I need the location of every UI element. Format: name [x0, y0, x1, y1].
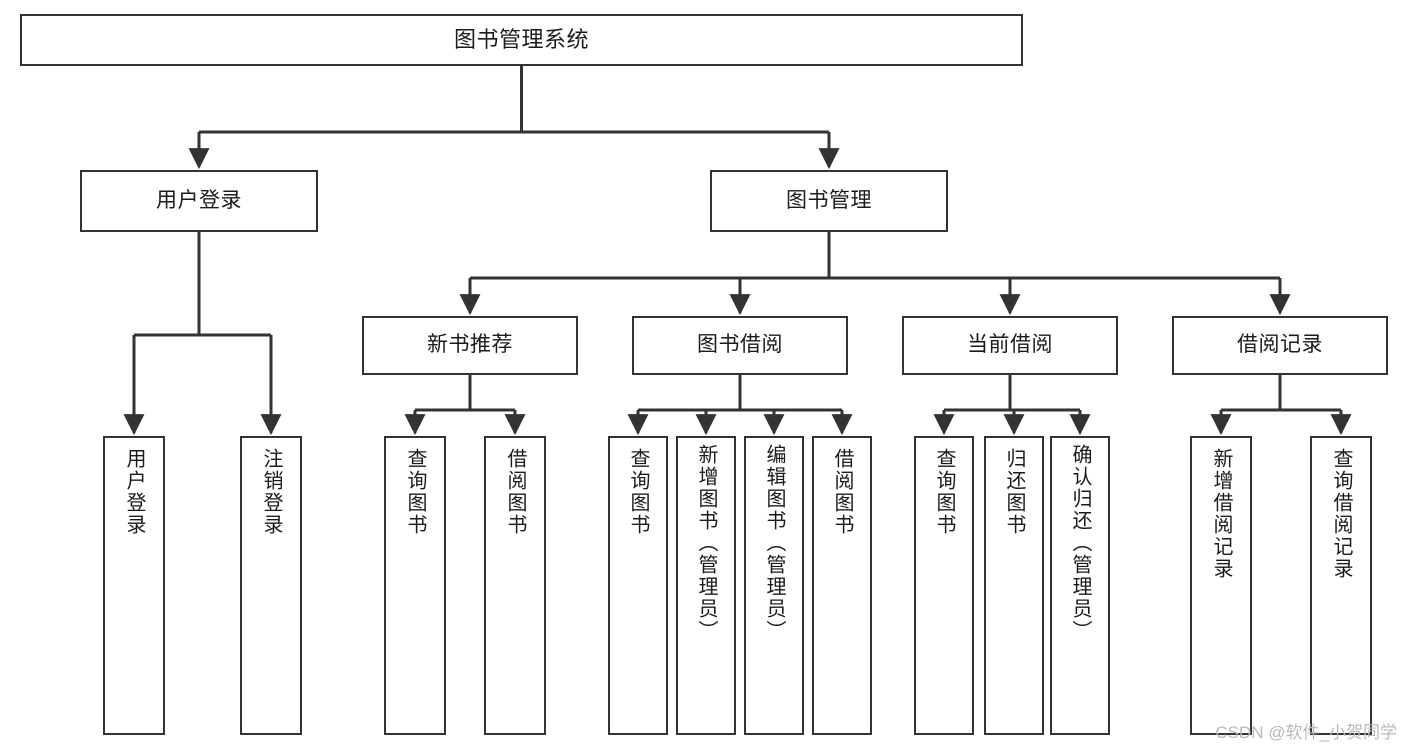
- node-label: 新增图书（管理员）: [695, 444, 717, 642]
- node-label: 当前借阅: [967, 333, 1053, 357]
- node-leaf-edit-book[interactable]: 编辑图书（管理员）: [744, 436, 804, 735]
- node-leaf-borrow-book-1[interactable]: 借阅图书: [484, 436, 546, 735]
- node-label: 确认归还（管理员）: [1069, 444, 1091, 642]
- node-leaf-query-book-3[interactable]: 查询图书: [914, 436, 974, 735]
- node-leaf-borrow-book-2[interactable]: 借阅图书: [812, 436, 872, 735]
- node-book-manage[interactable]: 图书管理: [710, 170, 948, 232]
- node-leaf-query-record[interactable]: 查询借阅记录: [1310, 436, 1372, 735]
- node-new-book-rec[interactable]: 新书推荐: [362, 316, 578, 375]
- node-leaf-user-login[interactable]: 用户登录: [103, 436, 165, 735]
- csdn-watermark: CSDN @软件_小贺同学: [1215, 723, 1397, 742]
- node-label: 归还图书: [1003, 448, 1025, 536]
- node-label: 查询图书: [627, 448, 649, 536]
- node-leaf-return-book[interactable]: 归还图书: [984, 436, 1044, 735]
- node-label: 图书管理系统: [453, 27, 589, 53]
- node-book-borrow[interactable]: 图书借阅: [632, 316, 848, 375]
- node-label: 借阅记录: [1237, 333, 1323, 357]
- node-leaf-add-book[interactable]: 新增图书（管理员）: [676, 436, 736, 735]
- node-label: 查询图书: [933, 448, 955, 536]
- node-label: 编辑图书（管理员）: [763, 444, 785, 642]
- node-root[interactable]: 图书管理系统: [20, 14, 1023, 66]
- node-label: 图书管理: [786, 188, 872, 212]
- node-label: 新书推荐: [427, 333, 513, 357]
- node-leaf-add-record[interactable]: 新增借阅记录: [1190, 436, 1252, 735]
- node-label: 查询图书: [404, 448, 426, 536]
- node-label: 借阅图书: [831, 448, 853, 536]
- node-label: 借阅图书: [504, 448, 526, 536]
- node-leaf-query-book-1[interactable]: 查询图书: [384, 436, 446, 735]
- node-current-borrow[interactable]: 当前借阅: [902, 316, 1118, 375]
- node-label: 图书借阅: [697, 333, 783, 357]
- node-borrow-record[interactable]: 借阅记录: [1172, 316, 1388, 375]
- node-label: 注销登录: [260, 448, 282, 536]
- node-user-login[interactable]: 用户登录: [80, 170, 318, 232]
- node-leaf-logout[interactable]: 注销登录: [240, 436, 302, 735]
- node-label: 查询借阅记录: [1330, 448, 1352, 580]
- node-leaf-query-book-2[interactable]: 查询图书: [608, 436, 668, 735]
- node-label: 用户登录: [123, 448, 145, 536]
- node-leaf-confirm-return[interactable]: 确认归还（管理员）: [1050, 436, 1110, 735]
- node-label: 新增借阅记录: [1210, 448, 1232, 580]
- node-label: 用户登录: [156, 188, 242, 212]
